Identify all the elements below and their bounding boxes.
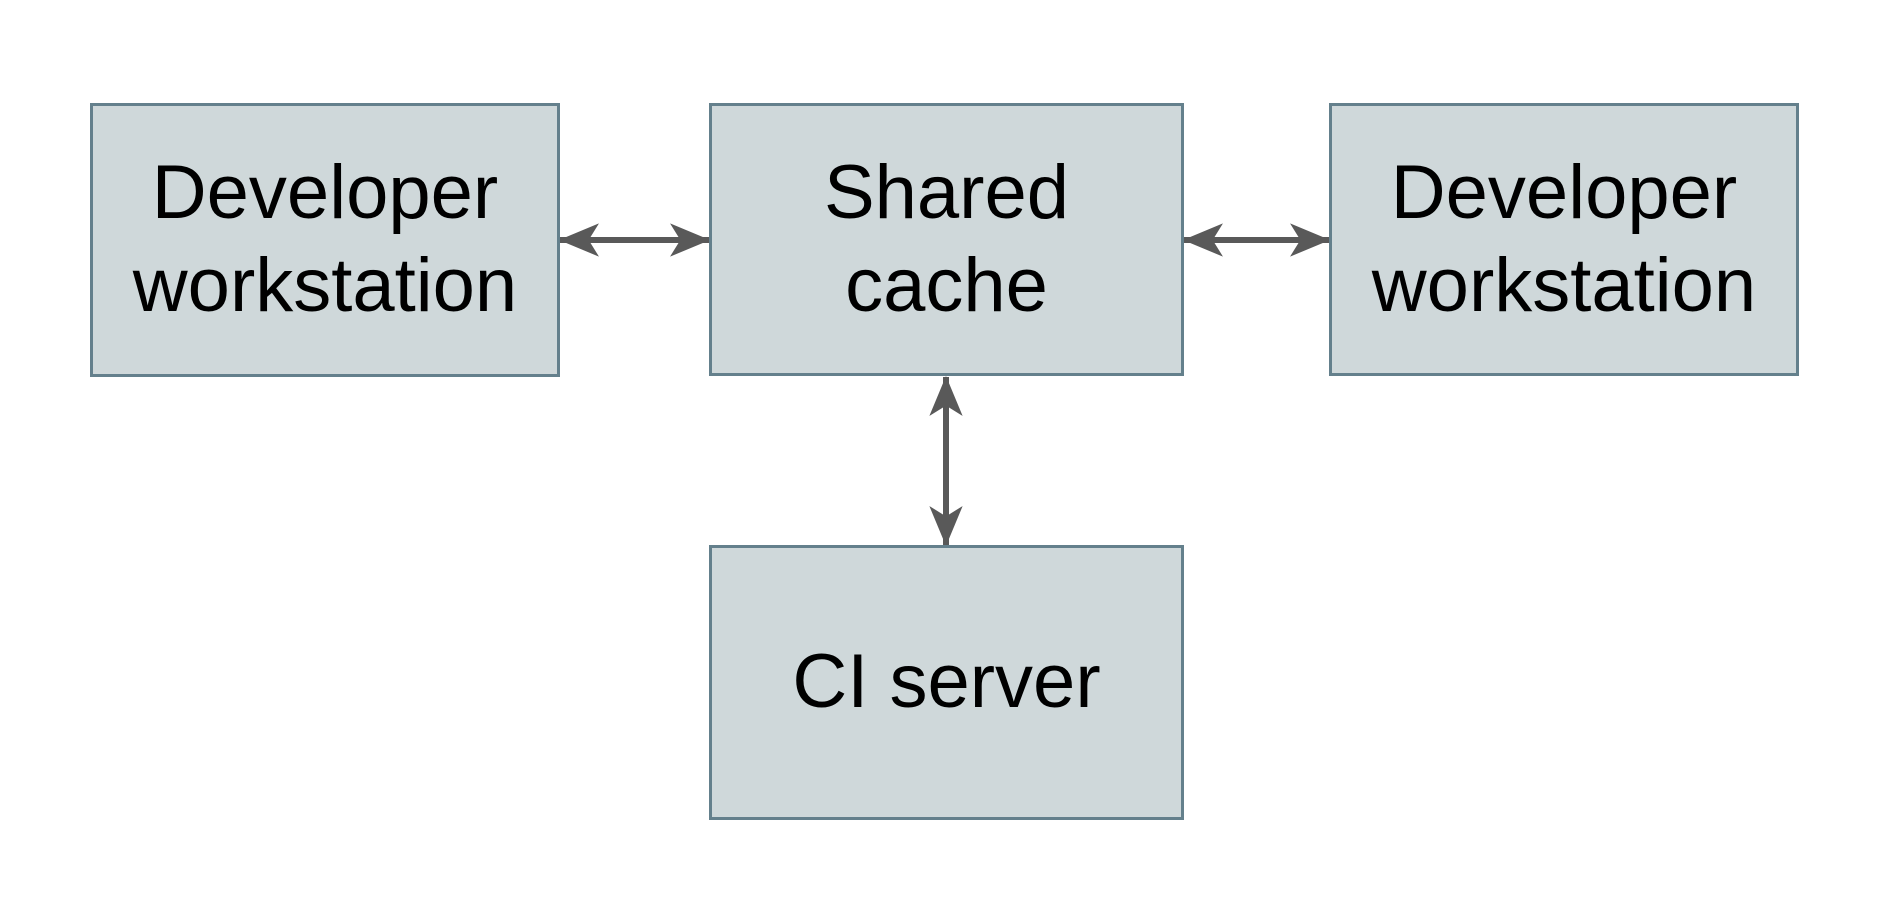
node-developer-workstation-left: Developer workstation (90, 103, 560, 377)
node-developer-workstation-right: Developer workstation (1329, 103, 1799, 376)
node-label-developer-workstation-right: Developer workstation (1371, 149, 1757, 328)
node-label-shared-cache: Shared cache (823, 149, 1070, 328)
node-label-ci-server: CI server (792, 639, 1101, 725)
node-label-developer-workstation-left: Developer workstation (132, 150, 518, 328)
node-ci-server: CI server (709, 545, 1184, 820)
node-shared-cache: Shared cache (709, 103, 1184, 376)
